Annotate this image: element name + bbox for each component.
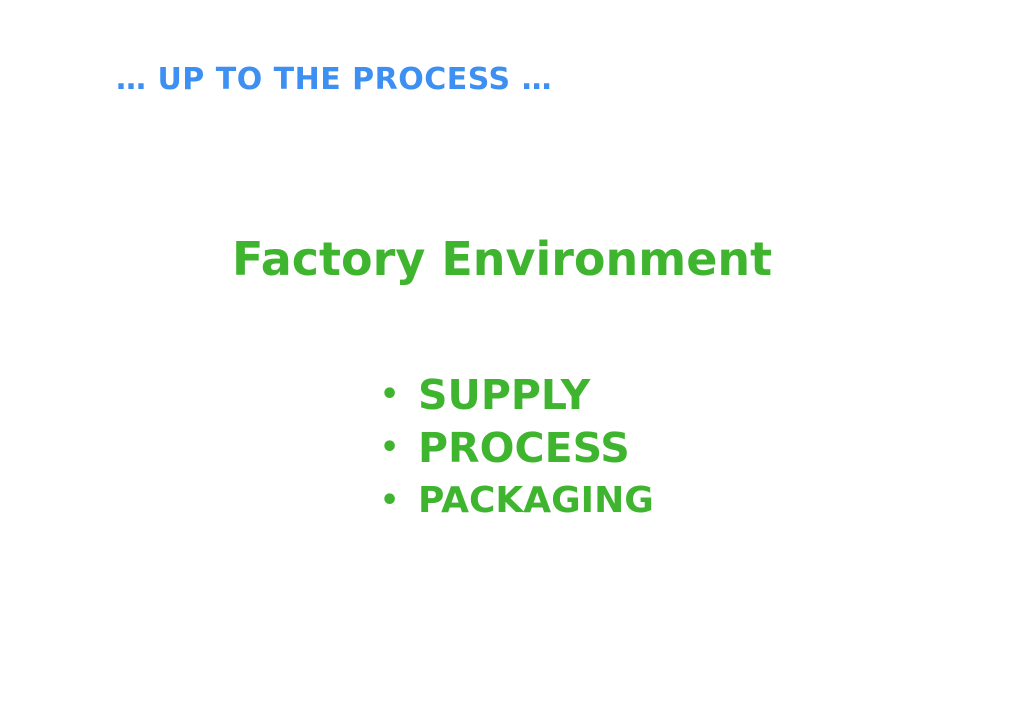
bullet-item-process: • PROCESS [380, 421, 654, 474]
slide-header: … UP TO THE PROCESS … [116, 62, 553, 97]
bullet-item-supply: • SUPPLY [380, 368, 654, 421]
bullet-icon: • [380, 430, 400, 465]
bullet-item-packaging: • PACKAGING [380, 474, 654, 527]
bullet-icon: • [380, 483, 400, 518]
bullet-list: • SUPPLY • PROCESS • PACKAGING [380, 368, 654, 527]
bullet-text: PROCESS [418, 423, 630, 472]
bullet-icon: • [380, 377, 400, 412]
bullet-text: PACKAGING [418, 480, 654, 521]
slide-title: Factory Environment [232, 232, 773, 286]
bullet-text: SUPPLY [418, 370, 591, 419]
